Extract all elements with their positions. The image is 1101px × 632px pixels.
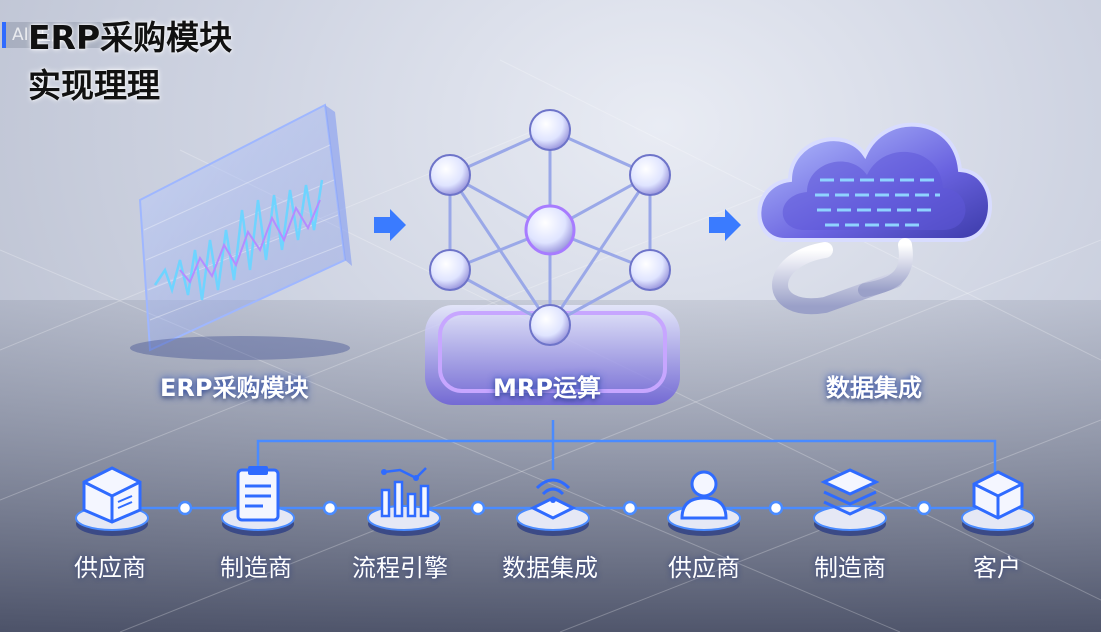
flow-node-customer bbox=[958, 462, 1038, 542]
arrow-right-icon-1 bbox=[374, 209, 406, 241]
flow-node-data-integration bbox=[513, 462, 593, 542]
node-label-process-engine: 流程引擎 bbox=[352, 554, 448, 582]
clipboard-icon bbox=[221, 466, 295, 536]
flow-node-process-engine bbox=[364, 462, 444, 542]
cube-icon bbox=[961, 470, 1035, 536]
person-icon bbox=[667, 470, 741, 536]
layers-icon bbox=[813, 468, 887, 536]
stage-label-data: 数据集成 bbox=[826, 374, 922, 402]
box-icon bbox=[75, 466, 149, 536]
wifi-hub-icon bbox=[516, 478, 590, 536]
watermark: AI 生成 bbox=[2, 22, 108, 48]
bar-chart-icon bbox=[367, 467, 441, 536]
stage-label-erp: ERP采购模块 bbox=[160, 374, 309, 402]
page-title: ERP采购模块 实现理理 bbox=[28, 14, 232, 110]
node-label-supplier-1: 供应商 bbox=[74, 554, 146, 582]
flow-node-supplier-2 bbox=[664, 462, 744, 542]
node-label-customer: 客户 bbox=[973, 554, 1021, 582]
node-label-manufacturer-1: 制造商 bbox=[220, 554, 292, 582]
title-line-1: ERP采购模块 bbox=[28, 18, 233, 57]
flow-node-supplier-1 bbox=[72, 462, 152, 542]
flow-node-manufacturer-2 bbox=[810, 462, 890, 542]
node-label-supplier-2: 供应商 bbox=[668, 554, 740, 582]
stage-label-mrp: MRP运算 bbox=[493, 374, 601, 402]
cloud-database-icon bbox=[757, 122, 992, 315]
node-label-manufacturer-2: 制造商 bbox=[814, 554, 886, 582]
node-label-data-integration: 数据集成 bbox=[502, 554, 598, 582]
arrow-right-icon-2 bbox=[709, 209, 741, 241]
title-line-2: 实现理理 bbox=[28, 66, 160, 105]
network-cube-icon bbox=[425, 109, 680, 405]
waveform-panel-icon bbox=[130, 103, 352, 360]
flow-node-manufacturer-1 bbox=[218, 462, 298, 542]
